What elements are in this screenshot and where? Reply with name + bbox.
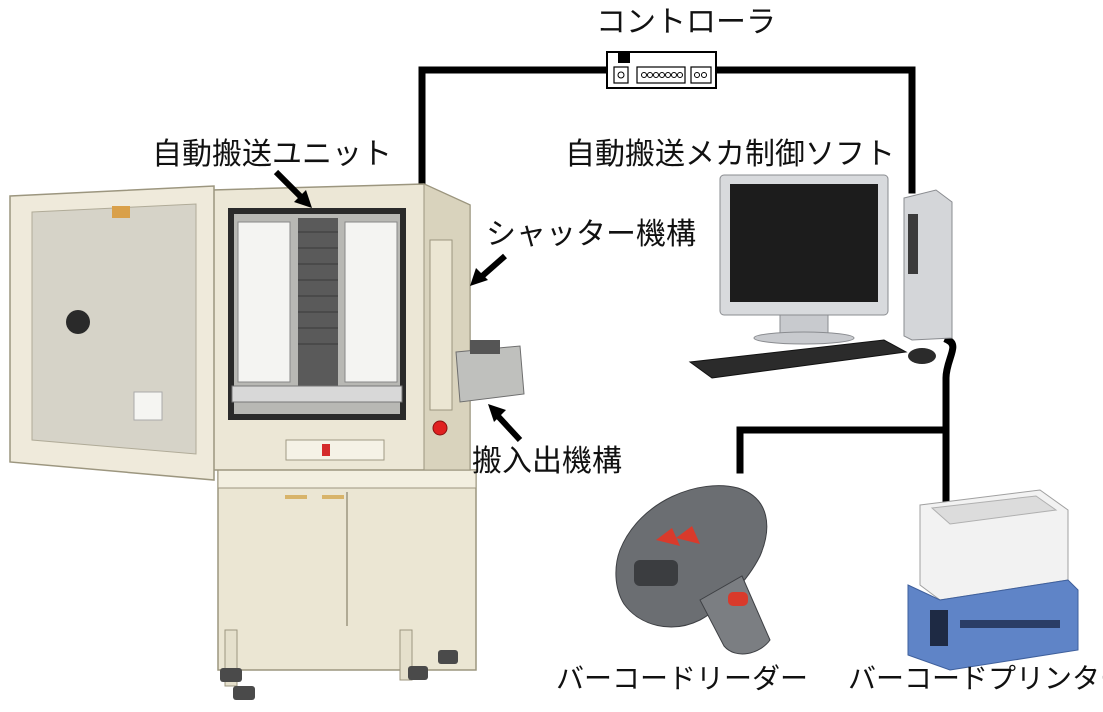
barcode-scanner-icon <box>615 485 771 655</box>
computer-icon <box>688 174 953 379</box>
label-shutter-mechanism: シャッター機構 <box>486 217 696 252</box>
label-inout-mechanism: 搬入出機構 <box>472 444 622 479</box>
label-control-software: 自動搬送メカ制御ソフト <box>565 137 895 172</box>
incubator-icon <box>9 183 525 700</box>
cable-branch-to-reader <box>736 426 950 474</box>
arrow-inout <box>493 411 523 443</box>
cables <box>418 66 957 504</box>
arrow-shutter <box>478 253 507 281</box>
cable-controller-to-incubator <box>418 66 611 190</box>
barcode-printer-icon <box>907 489 1079 671</box>
label-barcode-reader: バーコードリーダー <box>556 662 809 695</box>
arrows <box>273 169 523 443</box>
label-controller: コントローラ <box>596 5 776 40</box>
label-barcode-printer: バーコードプリンター <box>848 662 1103 695</box>
arrow-transport-unit <box>273 169 307 203</box>
label-transport-unit: 自動搬送ユニット <box>152 137 392 172</box>
cable-controller-to-pc <box>712 66 916 194</box>
controller-box-icon <box>606 51 717 89</box>
cable-pc-to-devices <box>942 335 957 504</box>
